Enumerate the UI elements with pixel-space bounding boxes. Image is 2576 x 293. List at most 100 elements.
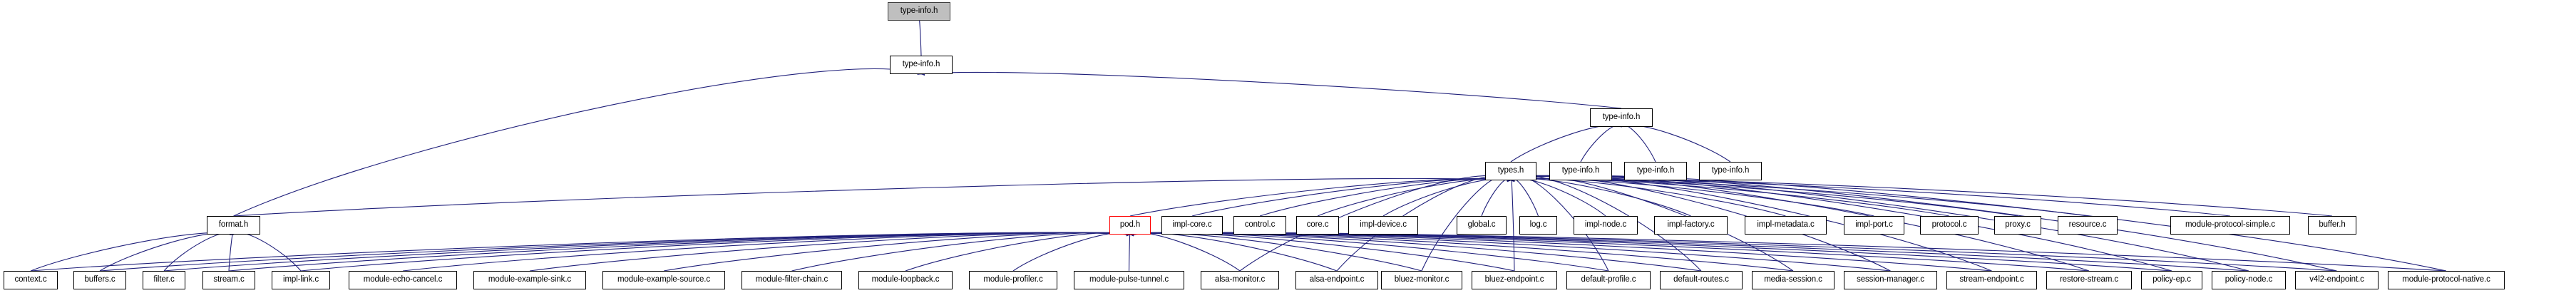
graph-node-module-loopback-c[interactable]: module-loopback.c (858, 271, 953, 289)
graph-edge (1128, 231, 1132, 272)
graph-edge (1510, 176, 1539, 217)
graph-node-policy-node-c[interactable]: policy-node.c (2212, 271, 2286, 289)
graph-node-format-h[interactable]: format.h (207, 216, 260, 235)
graph-node-impl-link-c[interactable]: impl-link.c (272, 271, 330, 289)
graph-node-label: context.c (14, 275, 47, 284)
graph-node-label: control.c (1244, 220, 1276, 230)
graph-edge (1509, 175, 1515, 272)
graph-node-impl-factory-c[interactable]: impl-factory.c (1654, 216, 1728, 235)
graph-node-label: type-info.h (1602, 113, 1641, 122)
graph-node-bluez-endpoint-c[interactable]: bluez-endpoint.c (1472, 271, 1557, 289)
graph-node-type-info-h[interactable]: type-info.h (1624, 162, 1687, 180)
graph-node-session-manager-c[interactable]: session-manager.c (1844, 271, 1937, 289)
graph-edge (920, 71, 1622, 109)
graph-node-label: module-filter-chain.c (755, 275, 828, 284)
graph-node-policy-ep-c[interactable]: policy-ep.c (2141, 271, 2202, 289)
graph-node-label: restore-stream.c (2059, 275, 2119, 284)
graph-node-global-c[interactable]: global.c (1457, 216, 1507, 235)
graph-node-restore-stream-c[interactable]: restore-stream.c (2046, 271, 2132, 289)
graph-edge (1621, 123, 1656, 163)
graph-edge (233, 178, 1512, 217)
graph-node-label: filter.c (153, 275, 175, 284)
graph-node-default-profile-c[interactable]: default-profile.c (1566, 271, 1651, 289)
graph-node-label: impl-core.c (1172, 220, 1212, 230)
graph-node-label: impl-link.c (282, 275, 319, 284)
graph-node-control-c[interactable]: control.c (1233, 216, 1286, 235)
graph-node-bluez-monitor-c[interactable]: bluez-monitor.c (1381, 271, 1462, 289)
graph-node-buffer-h[interactable]: buffer.h (2308, 216, 2356, 235)
graph-node-pod-h[interactable]: pod.h (1109, 216, 1151, 235)
graph-node-label: media-session.c (1764, 275, 1822, 284)
graph-node-module-profiler-c[interactable]: module-profiler.c (969, 271, 1057, 289)
graph-node-label: stream-endpoint.c (1959, 275, 2024, 284)
graph-edge (1129, 230, 1241, 272)
graph-node-label: protocol.c (1931, 220, 1967, 230)
graph-node-module-protocol-native-c[interactable]: module-protocol-native.c (2388, 271, 2505, 289)
graph-node-label: buffers.c (84, 275, 116, 284)
graph-node-impl-node-c[interactable]: impl-node.c (1574, 216, 1638, 235)
graph-node-label: alsa-endpoint.c (1309, 275, 1365, 284)
graph-node-label: module-example-source.c (617, 275, 710, 284)
graph-edge (163, 230, 234, 272)
graph-node-label: type-info.h (1711, 166, 1750, 175)
graph-node-module-pulse-tunnel-c[interactable]: module-pulse-tunnel.c (1074, 271, 1184, 289)
graph-edge (1129, 232, 1702, 272)
graph-node-v4l2-endpoint-c[interactable]: v4l2-endpoint.c (2295, 271, 2379, 289)
graph-node-label: impl-node.c (1584, 220, 1627, 230)
graph-node-media-session-c[interactable]: media-session.c (1752, 271, 1834, 289)
graph-node-type-info-h[interactable]: type-info.h (890, 56, 953, 74)
graph-node-type-info-h[interactable]: type-info.h (888, 2, 950, 21)
graph-node-impl-metadata-c[interactable]: impl-metadata.c (1745, 216, 1827, 235)
graph-node-impl-core-c[interactable]: impl-core.c (1161, 216, 1223, 235)
graph-node-context-c[interactable]: context.c (4, 271, 58, 289)
graph-node-label: v4l2-endpoint.c (2309, 275, 2364, 284)
graph-node-alsa-endpoint-c[interactable]: alsa-endpoint.c (1295, 271, 1378, 289)
graph-node-label: impl-factory.c (1667, 220, 1715, 230)
graph-node-types-h[interactable]: types.h (1485, 162, 1536, 180)
graph-node-label: impl-metadata.c (1757, 220, 1815, 230)
graph-edge (1621, 123, 1731, 163)
graph-node-label: resource.c (2068, 220, 2107, 230)
graph-node-label: buffer.h (2319, 220, 2346, 230)
graph-edge (1317, 177, 1512, 217)
graph-node-label: module-loopback.c (871, 275, 940, 284)
graph-node-module-example-sink-c[interactable]: module-example-sink.c (473, 271, 586, 289)
graph-node-stream-c[interactable]: stream.c (202, 271, 255, 289)
graph-edge (30, 231, 235, 272)
graph-node-impl-port-c[interactable]: impl-port.c (1844, 216, 1904, 235)
graph-node-alsa-monitor-c[interactable]: alsa-monitor.c (1201, 271, 1279, 289)
graph-node-buffers-c[interactable]: buffers.c (73, 271, 126, 289)
graph-node-label: type-info.h (902, 60, 940, 69)
graph-node-label: type-info.h (1636, 166, 1675, 175)
graph-node-label: module-example-sink.c (488, 275, 572, 284)
graph-node-label: session-manager.c (1857, 275, 1924, 284)
graph-node-module-protocol-simple-c[interactable]: module-protocol-simple.c (2170, 216, 2290, 235)
graph-node-type-info-h[interactable]: type-info.h (1549, 162, 1612, 180)
graph-edge (1510, 123, 1622, 163)
graph-node-label: module-profiler.c (983, 275, 1043, 284)
graph-node-module-filter-chain-c[interactable]: module-filter-chain.c (742, 271, 842, 289)
graph-node-label: pod.h (1119, 220, 1141, 230)
graph-node-log-c[interactable]: log.c (1519, 216, 1557, 235)
graph-node-core-c[interactable]: core.c (1296, 216, 1339, 235)
graph-node-type-info-h[interactable]: type-info.h (1590, 108, 1653, 127)
graph-node-label: global.c (1467, 220, 1496, 230)
graph-node-label: bluez-monitor.c (1394, 275, 1449, 284)
graph-edge (1510, 176, 1606, 217)
graph-node-label: type-info.h (900, 6, 938, 16)
graph-node-type-info-h[interactable]: type-info.h (1699, 162, 1762, 180)
graph-node-stream-endpoint-c[interactable]: stream-endpoint.c (1946, 271, 2037, 289)
graph-node-impl-device-c[interactable]: impl-device.c (1348, 216, 1418, 235)
graph-node-module-echo-cancel-c[interactable]: module-echo-cancel.c (349, 271, 457, 289)
graph-node-label: stream.c (213, 275, 245, 284)
graph-node-default-routes-c[interactable]: default-routes.c (1660, 271, 1743, 289)
graph-edge (233, 68, 922, 217)
graph-node-filter-c[interactable]: filter.c (143, 271, 185, 289)
graph-node-proxy-c[interactable]: proxy.c (1994, 216, 2041, 235)
graph-node-module-example-source-c[interactable]: module-example-source.c (602, 271, 725, 289)
graph-edge (905, 231, 1131, 272)
graph-node-protocol-c[interactable]: protocol.c (1920, 216, 1979, 235)
graph-node-resource-c[interactable]: resource.c (2058, 216, 2118, 235)
